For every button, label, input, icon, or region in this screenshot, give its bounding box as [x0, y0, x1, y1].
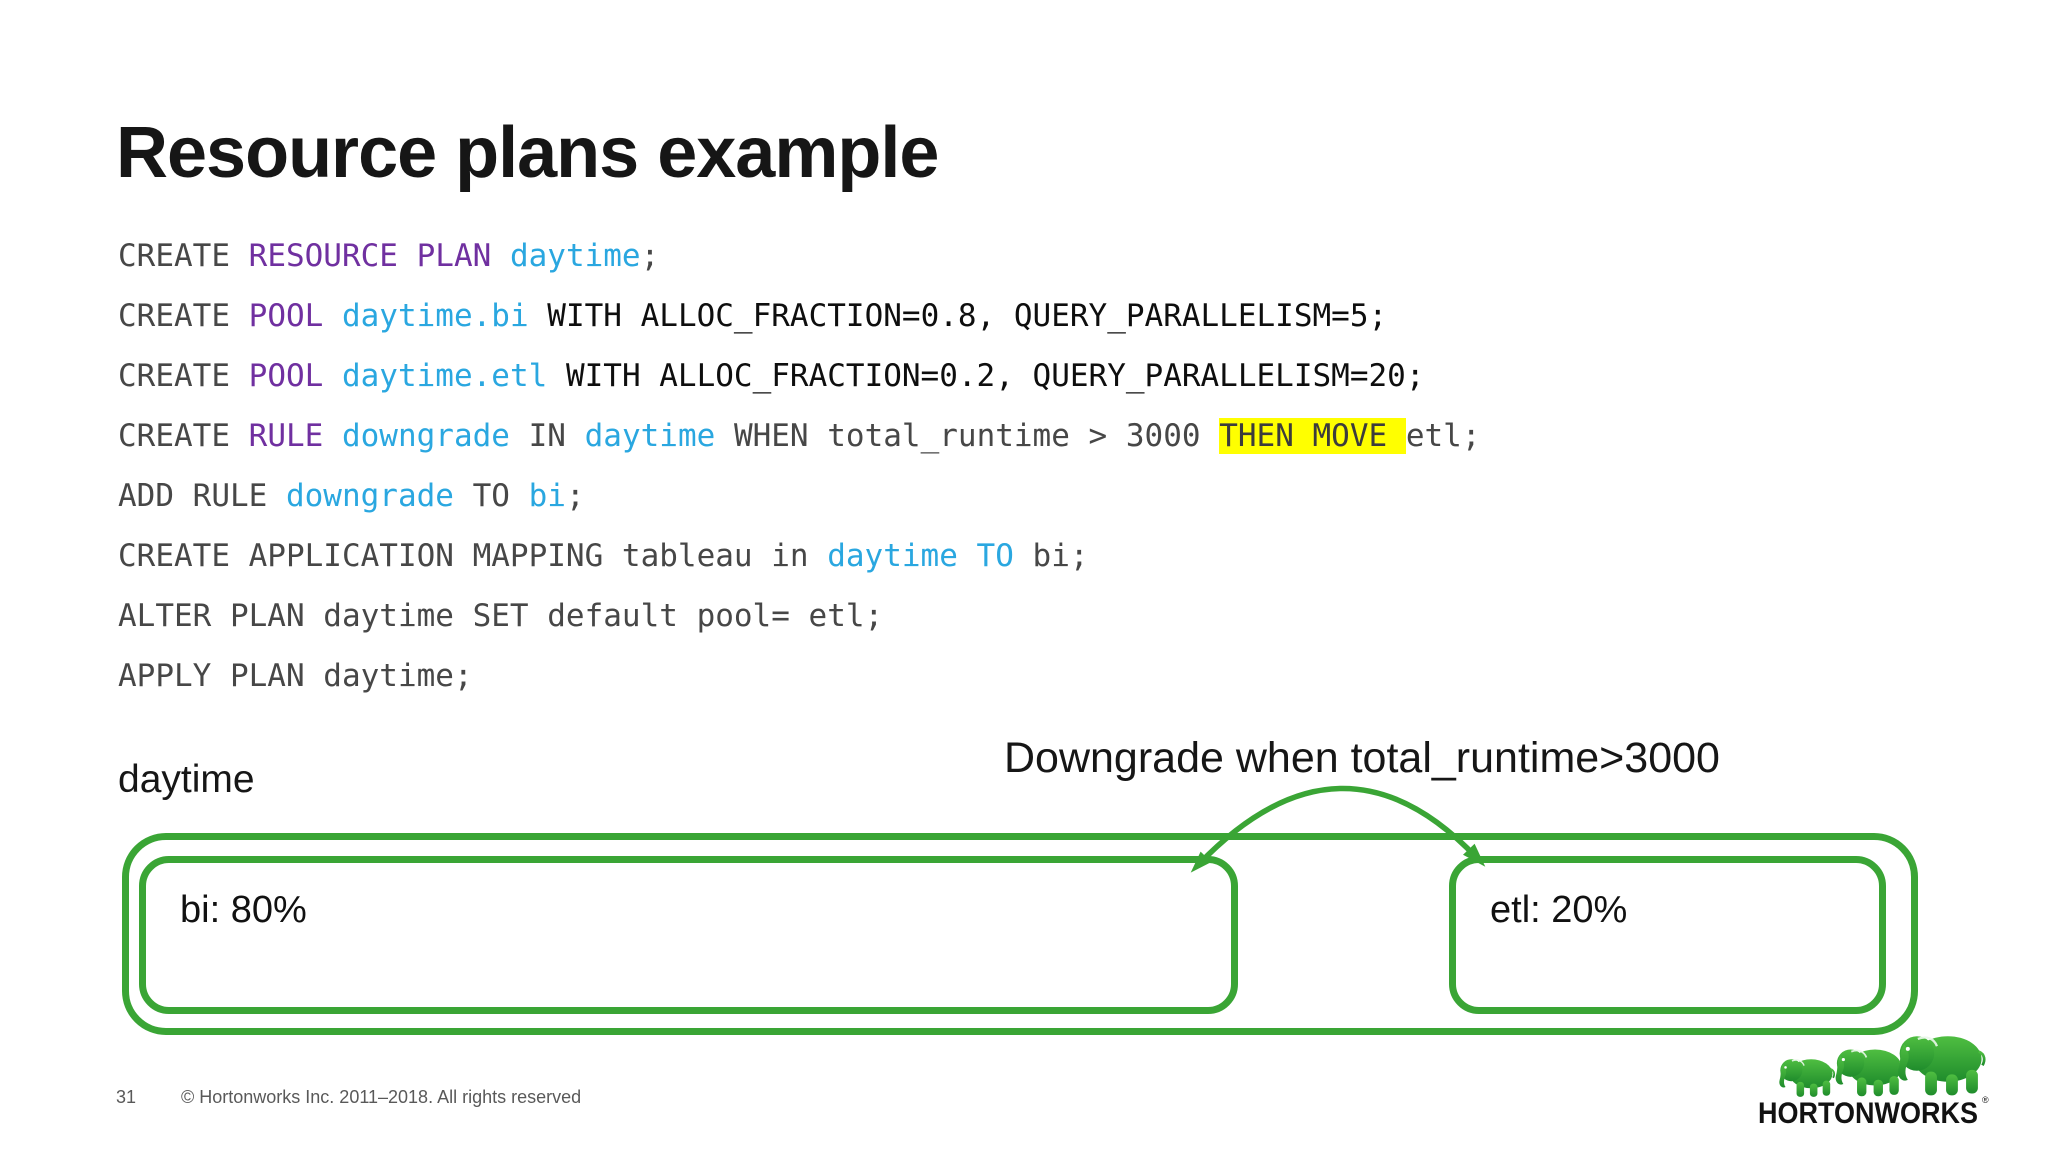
code-token: APPLY PLAN daytime; [118, 658, 473, 694]
code-token: RESOURCE PLAN [248, 238, 510, 274]
code-token: etl; [1405, 418, 1481, 454]
diagram-plan-label: daytime [118, 758, 255, 801]
code-token: WHEN total_runtime > 3000 [733, 418, 1220, 454]
code-token: CREATE [118, 238, 249, 274]
code-line: CREATE POOL daytime.etl WITH ALLOC_FRACT… [118, 346, 1481, 406]
pool-label-bi: bi: 80% [180, 889, 307, 931]
code-token: CREATE APPLICATION MAPPING tableau in [118, 538, 828, 574]
pool-box-bi: bi: 80% [139, 856, 1238, 1014]
code-token: downgrade [341, 418, 529, 454]
code-token: THEN MOVE [1219, 418, 1406, 454]
code-token: ADD RULE [118, 478, 286, 514]
code-line: CREATE APPLICATION MAPPING tableau in da… [118, 526, 1481, 586]
code-token: POOL [248, 298, 342, 334]
code-token: CREATE [118, 358, 249, 394]
hortonworks-logo: HORTONWORKS ® [1758, 1034, 1989, 1130]
code-token: daytime.bi [341, 298, 548, 334]
code-token: downgrade [285, 478, 473, 514]
code-line: ADD RULE downgrade TO bi; [118, 466, 1481, 526]
code-token: ; [640, 238, 660, 274]
resource-plan-outer-box [122, 833, 1918, 1035]
footer-copyright: © Hortonworks Inc. 2011–2018. All rights… [181, 1087, 582, 1107]
code-line: CREATE RESOURCE PLAN daytime; [118, 226, 1481, 286]
code-token: CREATE [118, 418, 249, 454]
code-line: ALTER PLAN daytime SET default pool= etl… [118, 586, 1481, 646]
hortonworks-wordmark: HORTONWORKS [1758, 1097, 1978, 1130]
code-token: WITH ALLOC_FRACTION=0.2, QUERY_PARALLELI… [565, 358, 1425, 394]
code-token: bi [528, 478, 566, 514]
footer-page-number: 31 [116, 1087, 137, 1107]
code-line: CREATE RULE downgrade IN daytime WHEN to… [118, 406, 1481, 466]
code-block: CREATE RESOURCE PLAN daytime;CREATE POOL… [118, 226, 1481, 706]
code-token: daytime TO [827, 538, 1033, 574]
page-title: Resource plans example [116, 113, 939, 194]
code-token: daytime.etl [341, 358, 566, 394]
code-token: bi; [1032, 538, 1089, 574]
code-token: CREATE [118, 298, 249, 334]
pool-box-etl: etl: 20% [1449, 856, 1886, 1014]
pool-label-etl: etl: 20% [1490, 889, 1628, 931]
code-line: CREATE POOL daytime.bi WITH ALLOC_FRACTI… [118, 286, 1481, 346]
code-token: ALTER PLAN daytime SET default pool= etl… [118, 598, 884, 634]
code-token: IN [528, 418, 585, 454]
code-token: POOL [248, 358, 342, 394]
code-token: ; [565, 478, 585, 514]
registered-mark: ® [1982, 1095, 1989, 1105]
code-token: WITH ALLOC_FRACTION=0.8, QUERY_PARALLELI… [547, 298, 1388, 334]
code-token: TO [472, 478, 529, 514]
downgrade-annotation: Downgrade when total_runtime>3000 [1004, 734, 1720, 782]
code-token: RULE [248, 418, 342, 454]
code-token: daytime [584, 418, 734, 454]
code-line: APPLY PLAN daytime; [118, 646, 1481, 706]
elephants-icon [1778, 1034, 1986, 1098]
code-token: daytime [509, 238, 641, 274]
